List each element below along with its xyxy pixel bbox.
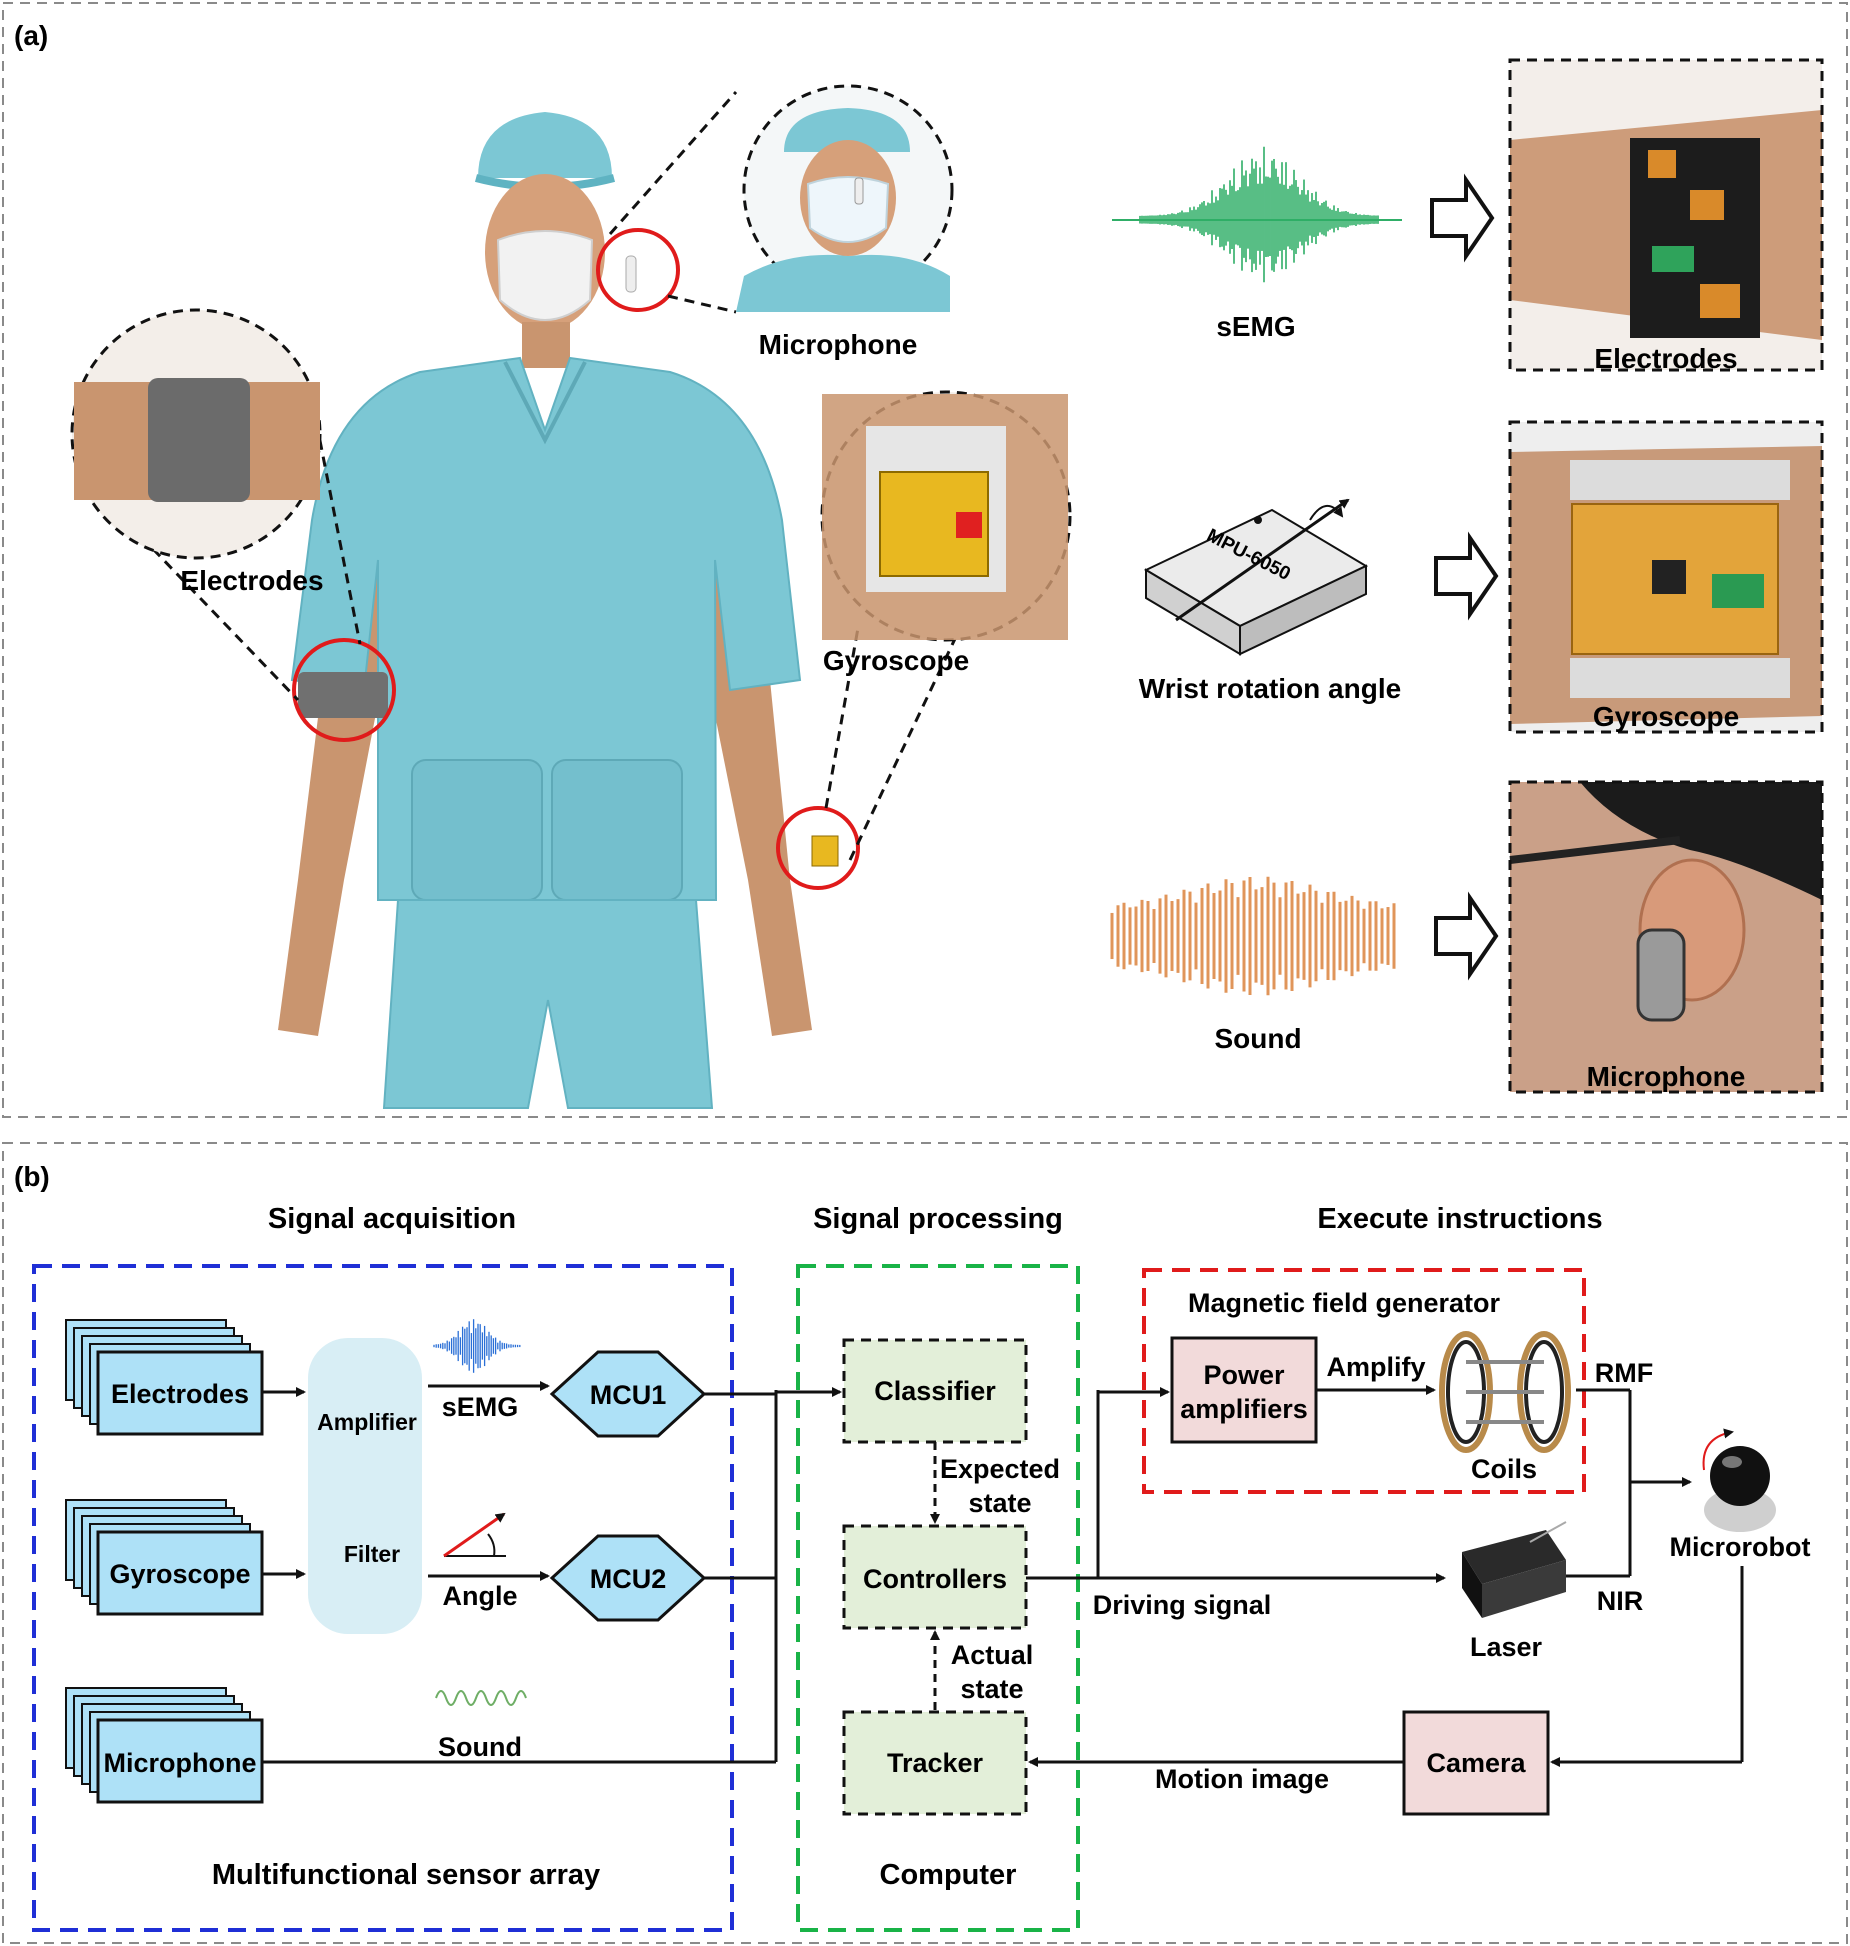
callout-label-gyroscope: Gyroscope: [823, 645, 969, 676]
microrobot-icon: [1702, 1428, 1776, 1532]
gyroscope-callout: Gyroscope: [820, 390, 1072, 861]
wrist-highlight-circle: [776, 806, 860, 890]
photo-label-microphone: Microphone: [1587, 1061, 1746, 1092]
semg-waveform-bars: [1139, 146, 1379, 283]
magnetic-field-generator-label: Magnetic field generator: [1188, 1288, 1501, 1318]
filter-label: Filter: [344, 1541, 400, 1567]
microphone-callout: Microphone: [608, 84, 954, 360]
gyroscope-sensor-stack: Gyroscope: [65, 1499, 264, 1616]
photo-label-gyroscope: Gyroscope: [1593, 701, 1739, 732]
camera-label: Camera: [1426, 1748, 1526, 1778]
amplifier-filter-block: [308, 1338, 422, 1634]
amplifier-label: Amplifier: [317, 1409, 417, 1435]
controllers-block: [842, 1524, 1028, 1630]
expected-state-label-2: state: [968, 1488, 1031, 1518]
sound-signal-label: Sound: [438, 1732, 522, 1762]
electrodes-sensor-stack: Electrodes: [65, 1319, 264, 1436]
laser-icon: [1462, 1521, 1567, 1618]
amplify-label: Amplify: [1326, 1352, 1425, 1382]
sensor-box-microphone: Microphone: [104, 1748, 257, 1778]
callout-label-electrodes: Electrodes: [180, 565, 323, 596]
arm-highlight-circle: [292, 638, 396, 742]
callout-label-microphone: Microphone: [759, 329, 918, 360]
coils-label: Coils: [1471, 1454, 1537, 1484]
electrodes-callout: Electrodes: [70, 308, 362, 702]
wrist-rotation-label: Wrist rotation angle: [1139, 673, 1401, 704]
rmf-nir-lines: [1566, 1388, 1632, 1578]
semg-signal-label: sEMG: [442, 1392, 519, 1422]
laser-label: Laser: [1470, 1632, 1543, 1662]
panel-b-border: [2, 1142, 1848, 1944]
power-amplifiers-block: [1170, 1336, 1318, 1444]
hollow-arrow-gyroscope: [1434, 531, 1499, 621]
section-title-processing: Signal processing: [813, 1203, 1063, 1235]
sensor-array-title: Multifunctional sensor array: [212, 1859, 600, 1891]
mcu1-label: MCU1: [590, 1380, 667, 1410]
sound-mini-waveform: [435, 1690, 527, 1706]
angle-signal-label: Angle: [442, 1581, 517, 1611]
surgeon-illustration: [278, 112, 839, 1109]
computer-title: Computer: [880, 1859, 1017, 1891]
photo-gyroscope: Gyroscope: [1508, 420, 1824, 734]
mpu6050-chip-diagram: MPU-6050 Wrist rotation angle: [1139, 498, 1401, 704]
driving-signal-label: Driving signal: [1093, 1590, 1272, 1620]
motion-image-label: Motion image: [1155, 1764, 1329, 1794]
tracker-block: [842, 1710, 1028, 1816]
photo-label-electrodes: Electrodes: [1594, 343, 1737, 374]
semg-waveform: sEMG: [1112, 146, 1402, 342]
panel-a-border: [2, 2, 1848, 1118]
classifier-label: Classifier: [874, 1376, 996, 1406]
sensor-array-frame: [32, 1264, 734, 1932]
rmf-label: RMF: [1595, 1358, 1653, 1388]
panel-b-label: (b): [14, 1161, 50, 1192]
magnetic-generator-frame: [1142, 1268, 1586, 1494]
sensor-box-electrodes: Electrodes: [111, 1379, 249, 1409]
microrobot-label: Microrobot: [1670, 1532, 1811, 1562]
sensor-box-gyroscope: Gyroscope: [109, 1559, 250, 1589]
coils-icon: [1439, 1331, 1571, 1453]
angle-icon: [443, 1512, 506, 1558]
computer-frame: [796, 1264, 1080, 1932]
actual-state-label-2: state: [960, 1674, 1023, 1704]
section-title-acquisition: Signal acquisition: [268, 1203, 516, 1235]
tracker-label: Tracker: [887, 1748, 984, 1778]
power-amplifiers-label-1: Power: [1203, 1360, 1285, 1390]
actual-state-label-1: Actual: [951, 1640, 1034, 1670]
nir-label: NIR: [1597, 1586, 1644, 1616]
sound-waveform: Sound: [1110, 876, 1396, 1054]
driving-signal-lines: [1026, 1390, 1100, 1580]
semg-label: sEMG: [1216, 311, 1295, 342]
power-amplifiers-label-2: amplifiers: [1180, 1394, 1308, 1424]
acquisition-bus: [262, 1390, 778, 1764]
hollow-arrow-semg: [1430, 173, 1495, 263]
sound-waveform-bars: [1110, 876, 1396, 996]
expected-state-label-1: Expected: [940, 1454, 1060, 1484]
hollow-arrow-sound: [1434, 891, 1499, 981]
photo-electrodes: Electrodes: [1508, 58, 1824, 374]
ear-highlight-circle: [596, 228, 680, 312]
sound-label: Sound: [1214, 1023, 1301, 1054]
photo-microphone: Microphone: [1508, 780, 1824, 1094]
section-title-execute: Execute instructions: [1317, 1203, 1602, 1235]
camera-block: [1402, 1710, 1550, 1816]
microphone-sensor-stack: Microphone: [65, 1687, 264, 1804]
panel-a-label: (a): [14, 20, 48, 51]
controllers-label: Controllers: [863, 1564, 1007, 1594]
mcu2-label: MCU2: [590, 1564, 667, 1594]
semg-mini-waveform: [433, 1319, 521, 1373]
